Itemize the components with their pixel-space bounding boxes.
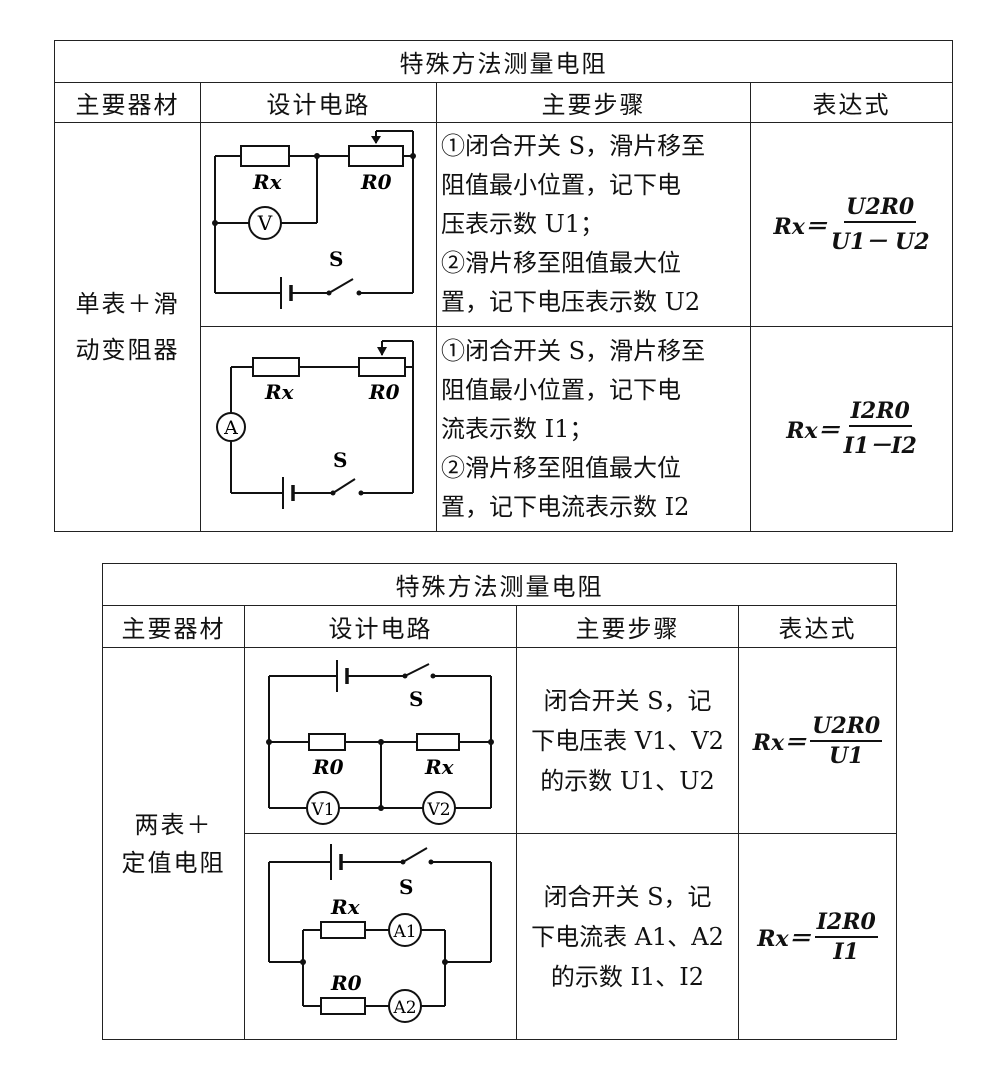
step-line: 阻值最小位置，记下电 [441, 171, 681, 199]
voltmeter-1-label: V1 [310, 800, 334, 820]
table-fixed-resistor: 特殊方法测量电阻 主要器材 设计电路 主要步骤 表达式 两表＋ 定值电阻 [102, 563, 897, 1040]
expression-cell: Rx＝ U2R0 U1 [738, 647, 897, 834]
step-line: 闭合开关 S，记 [543, 686, 712, 715]
formula-numerator: I2R0 [814, 909, 878, 938]
formula: Rx＝ I2R0 I1－I2 [786, 398, 917, 460]
step-line: 的示数 I1、I2 [550, 962, 705, 991]
formula-numerator: U2R0 [810, 713, 883, 742]
step-line: ①闭合开关 S，滑片移至 [441, 336, 706, 365]
label-r0: R0 [368, 380, 400, 404]
formula-lhs: Rx＝ [773, 213, 827, 240]
step-line: 的示数 U1、U2 [540, 766, 715, 795]
materials-line-2: 动变阻器 [75, 336, 180, 364]
circuit-cell: S Rx R0 A1 A2 [244, 833, 517, 1040]
circuit-cell: Rx R0 V S [200, 122, 437, 327]
header-expression: 表达式 [738, 605, 897, 648]
step-line: 下电流表 A1、A2 [531, 922, 724, 951]
step-line: ①闭合开关 S，滑片移至 [441, 132, 706, 160]
circuit-diagram-voltmeter: Rx R0 V S [212, 130, 416, 309]
header-circuit: 设计电路 [244, 605, 517, 648]
materials-line-1: 单表＋滑 [75, 290, 180, 318]
expression-cell: Rx＝ I2R0 I1－I2 [750, 326, 953, 532]
slider-arrow-icon [371, 136, 381, 144]
label-r0: R0 [360, 170, 392, 194]
ammeter-2-label: A2 [392, 998, 416, 1018]
materials-cell: 单表＋滑 动变阻器 [54, 122, 201, 532]
header-steps: 主要步骤 [516, 605, 739, 648]
label-rx: Rx [330, 895, 361, 919]
voltmeter-label: V [257, 211, 273, 235]
formula: Rx＝ U2R0 U1 [753, 713, 883, 769]
circuit-diagram-ammeter: Rx R0 A S [216, 340, 414, 509]
table-caption: 特殊方法测量电阻 [54, 40, 953, 83]
step-line: 压表示数 U1； [441, 210, 605, 238]
voltmeter-2-label: V2 [426, 800, 450, 820]
table-caption: 特殊方法测量电阻 [102, 563, 897, 606]
materials-cell: 两表＋ 定值电阻 [102, 647, 245, 1040]
ammeter-1-label: A1 [392, 922, 416, 942]
steps-cell: 闭合开关 S，记 下电压表 V1、V2 的示数 U1、U2 [516, 647, 739, 834]
circuit-cell: S R0 Rx V1 V2 [244, 647, 517, 834]
header-circuit: 设计电路 [200, 82, 437, 123]
header-materials: 主要器材 [102, 605, 245, 648]
label-switch: S [399, 875, 413, 899]
circuit-diagram-two-ammeters: S Rx R0 A1 A2 [268, 844, 492, 1023]
expression-cell: Rx＝ U2R0 U1－ U2 [750, 122, 953, 327]
step-line: 流表示数 I1； [441, 414, 594, 443]
steps-cell: ①闭合开关 S，滑片移至 阻值最小位置，记下电 压表示数 U1； ②滑片移至阻值… [436, 122, 751, 327]
ammeter-label: A [223, 417, 238, 439]
header-materials: 主要器材 [54, 82, 201, 123]
step-line: 置，记下电压表示数 U2 [441, 288, 701, 316]
slider-arrow-icon [377, 347, 387, 356]
label-r0: R0 [330, 971, 362, 995]
step-line: 闭合开关 S，记 [543, 882, 712, 911]
formula-denominator: U1－ U2 [830, 228, 930, 255]
label-switch: S [409, 687, 423, 711]
step-line: 下电压表 V1、V2 [531, 726, 724, 755]
label-rx: Rx [264, 380, 295, 404]
header-expression: 表达式 [750, 82, 953, 123]
step-line: 置，记下电流表示数 I2 [441, 492, 690, 521]
formula: Rx＝ U2R0 U1－ U2 [773, 194, 929, 256]
formula-numerator: I2R0 [848, 398, 912, 427]
label-switch: S [329, 247, 343, 271]
formula-denominator: I1 [833, 938, 859, 965]
label-r0: R0 [312, 755, 344, 779]
formula-numerator: U2R0 [844, 194, 917, 223]
step-line: 阻值最小位置，记下电 [441, 375, 681, 404]
steps-cell: 闭合开关 S，记 下电流表 A1、A2 的示数 I1、I2 [516, 833, 739, 1040]
formula-lhs: Rx＝ [757, 925, 811, 952]
materials-line-1: 两表＋ [134, 810, 213, 839]
label-rx: Rx [424, 755, 455, 779]
steps-cell: ①闭合开关 S，滑片移至 阻值最小位置，记下电 流表示数 I1； ②滑片移至阻值… [436, 326, 751, 532]
table-slide-rheostat: 特殊方法测量电阻 主要器材 设计电路 主要步骤 表达式 单表＋滑 动变阻器 [54, 40, 953, 532]
header-steps: 主要步骤 [436, 82, 751, 123]
label-switch: S [333, 448, 347, 472]
formula: Rx＝ I2R0 I1 [757, 909, 878, 965]
circuit-cell: Rx R0 A S [200, 326, 437, 532]
formula-lhs: Rx＝ [786, 418, 840, 444]
formula-denominator: U1 [828, 742, 864, 769]
step-line: ②滑片移至阻值最大位 [441, 453, 681, 482]
materials-line-2: 定值电阻 [121, 848, 226, 877]
formula-denominator: I1－I2 [843, 433, 917, 459]
step-line: ②滑片移至阻值最大位 [441, 249, 681, 277]
formula-lhs: Rx＝ [752, 729, 807, 756]
circuit-diagram-two-voltmeters: S R0 Rx V1 V2 [266, 660, 494, 825]
expression-cell: Rx＝ I2R0 I1 [738, 833, 897, 1040]
label-rx: Rx [252, 170, 283, 194]
